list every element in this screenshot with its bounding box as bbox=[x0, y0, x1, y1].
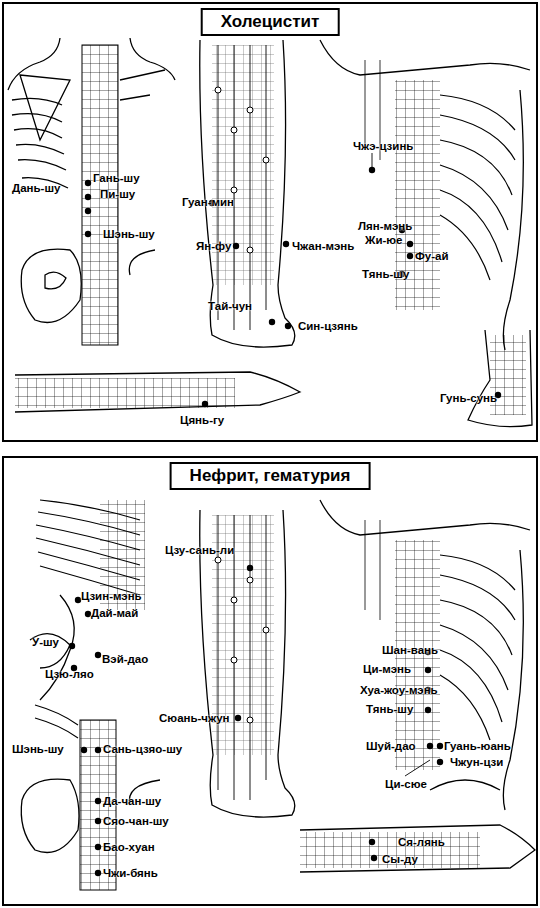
point-label: Сюань-чжун bbox=[159, 712, 230, 725]
point-label: Шэнь-шу bbox=[103, 228, 155, 241]
point-label: Чжэ-цзинь bbox=[353, 140, 413, 153]
point-label: Чжи-бянь bbox=[103, 867, 158, 880]
point-label: Гуань-юань bbox=[444, 740, 511, 753]
panel-title: Нефрит, гематурия bbox=[170, 462, 371, 490]
point-label: Чжан-мэнь bbox=[292, 240, 354, 253]
point-label: Син-цзянь bbox=[298, 320, 358, 333]
point-label: Гань-шу bbox=[93, 172, 140, 185]
point-label: Жи-юе bbox=[365, 234, 403, 247]
point-label: Хуа-жоу-мэнь bbox=[360, 684, 438, 697]
point-label: Сяо-чан-шу bbox=[103, 815, 169, 828]
point-label: Гунь-сунь bbox=[440, 392, 497, 405]
point-label: Чжун-цзи bbox=[450, 756, 503, 769]
point-label: Дай-май bbox=[91, 607, 138, 620]
figure-panel: Нефрит, гематурия bbox=[2, 456, 538, 906]
point-label: Сы-ду bbox=[382, 853, 418, 866]
point-label: Цзю-ляо bbox=[45, 668, 94, 681]
point-label: Тянь-шу bbox=[362, 268, 409, 281]
point-label: Да-чан-шу bbox=[103, 795, 161, 808]
point-label: У-шу bbox=[32, 636, 59, 649]
point-label: Ци-сюе bbox=[385, 778, 427, 791]
point-label: Дань-шу bbox=[12, 182, 60, 195]
point-label: Гуан-мин bbox=[182, 196, 234, 209]
point-label: Вэй-дао bbox=[102, 653, 148, 666]
panel-title: Холецистит bbox=[201, 8, 340, 36]
point-label: Лян-мэнь bbox=[358, 220, 412, 233]
point-label: Ян-фу bbox=[196, 240, 231, 253]
point-label: Тянь-шу bbox=[366, 703, 413, 716]
point-label: Бао-хуан bbox=[103, 841, 155, 854]
point-label: Шуй-дао bbox=[366, 740, 416, 753]
point-label: Пи-шу bbox=[100, 188, 135, 201]
point-label: Шэнь-шу bbox=[12, 743, 64, 756]
point-label: Цзу-сань-ли bbox=[165, 544, 234, 557]
point-label: Фу-ай bbox=[415, 250, 449, 263]
point-label: Сань-цзяо-шу bbox=[103, 743, 182, 756]
point-label: Ци-мэнь bbox=[363, 663, 411, 676]
figure-panel: Холецистит bbox=[2, 2, 538, 442]
point-label: Тай-чун bbox=[208, 300, 252, 313]
point-label: Цзин-мэнь bbox=[81, 590, 142, 603]
point-label: Цянь-гу bbox=[180, 414, 224, 427]
point-label: Ся-лянь bbox=[398, 836, 445, 849]
point-label: Шан-вань bbox=[382, 644, 438, 657]
